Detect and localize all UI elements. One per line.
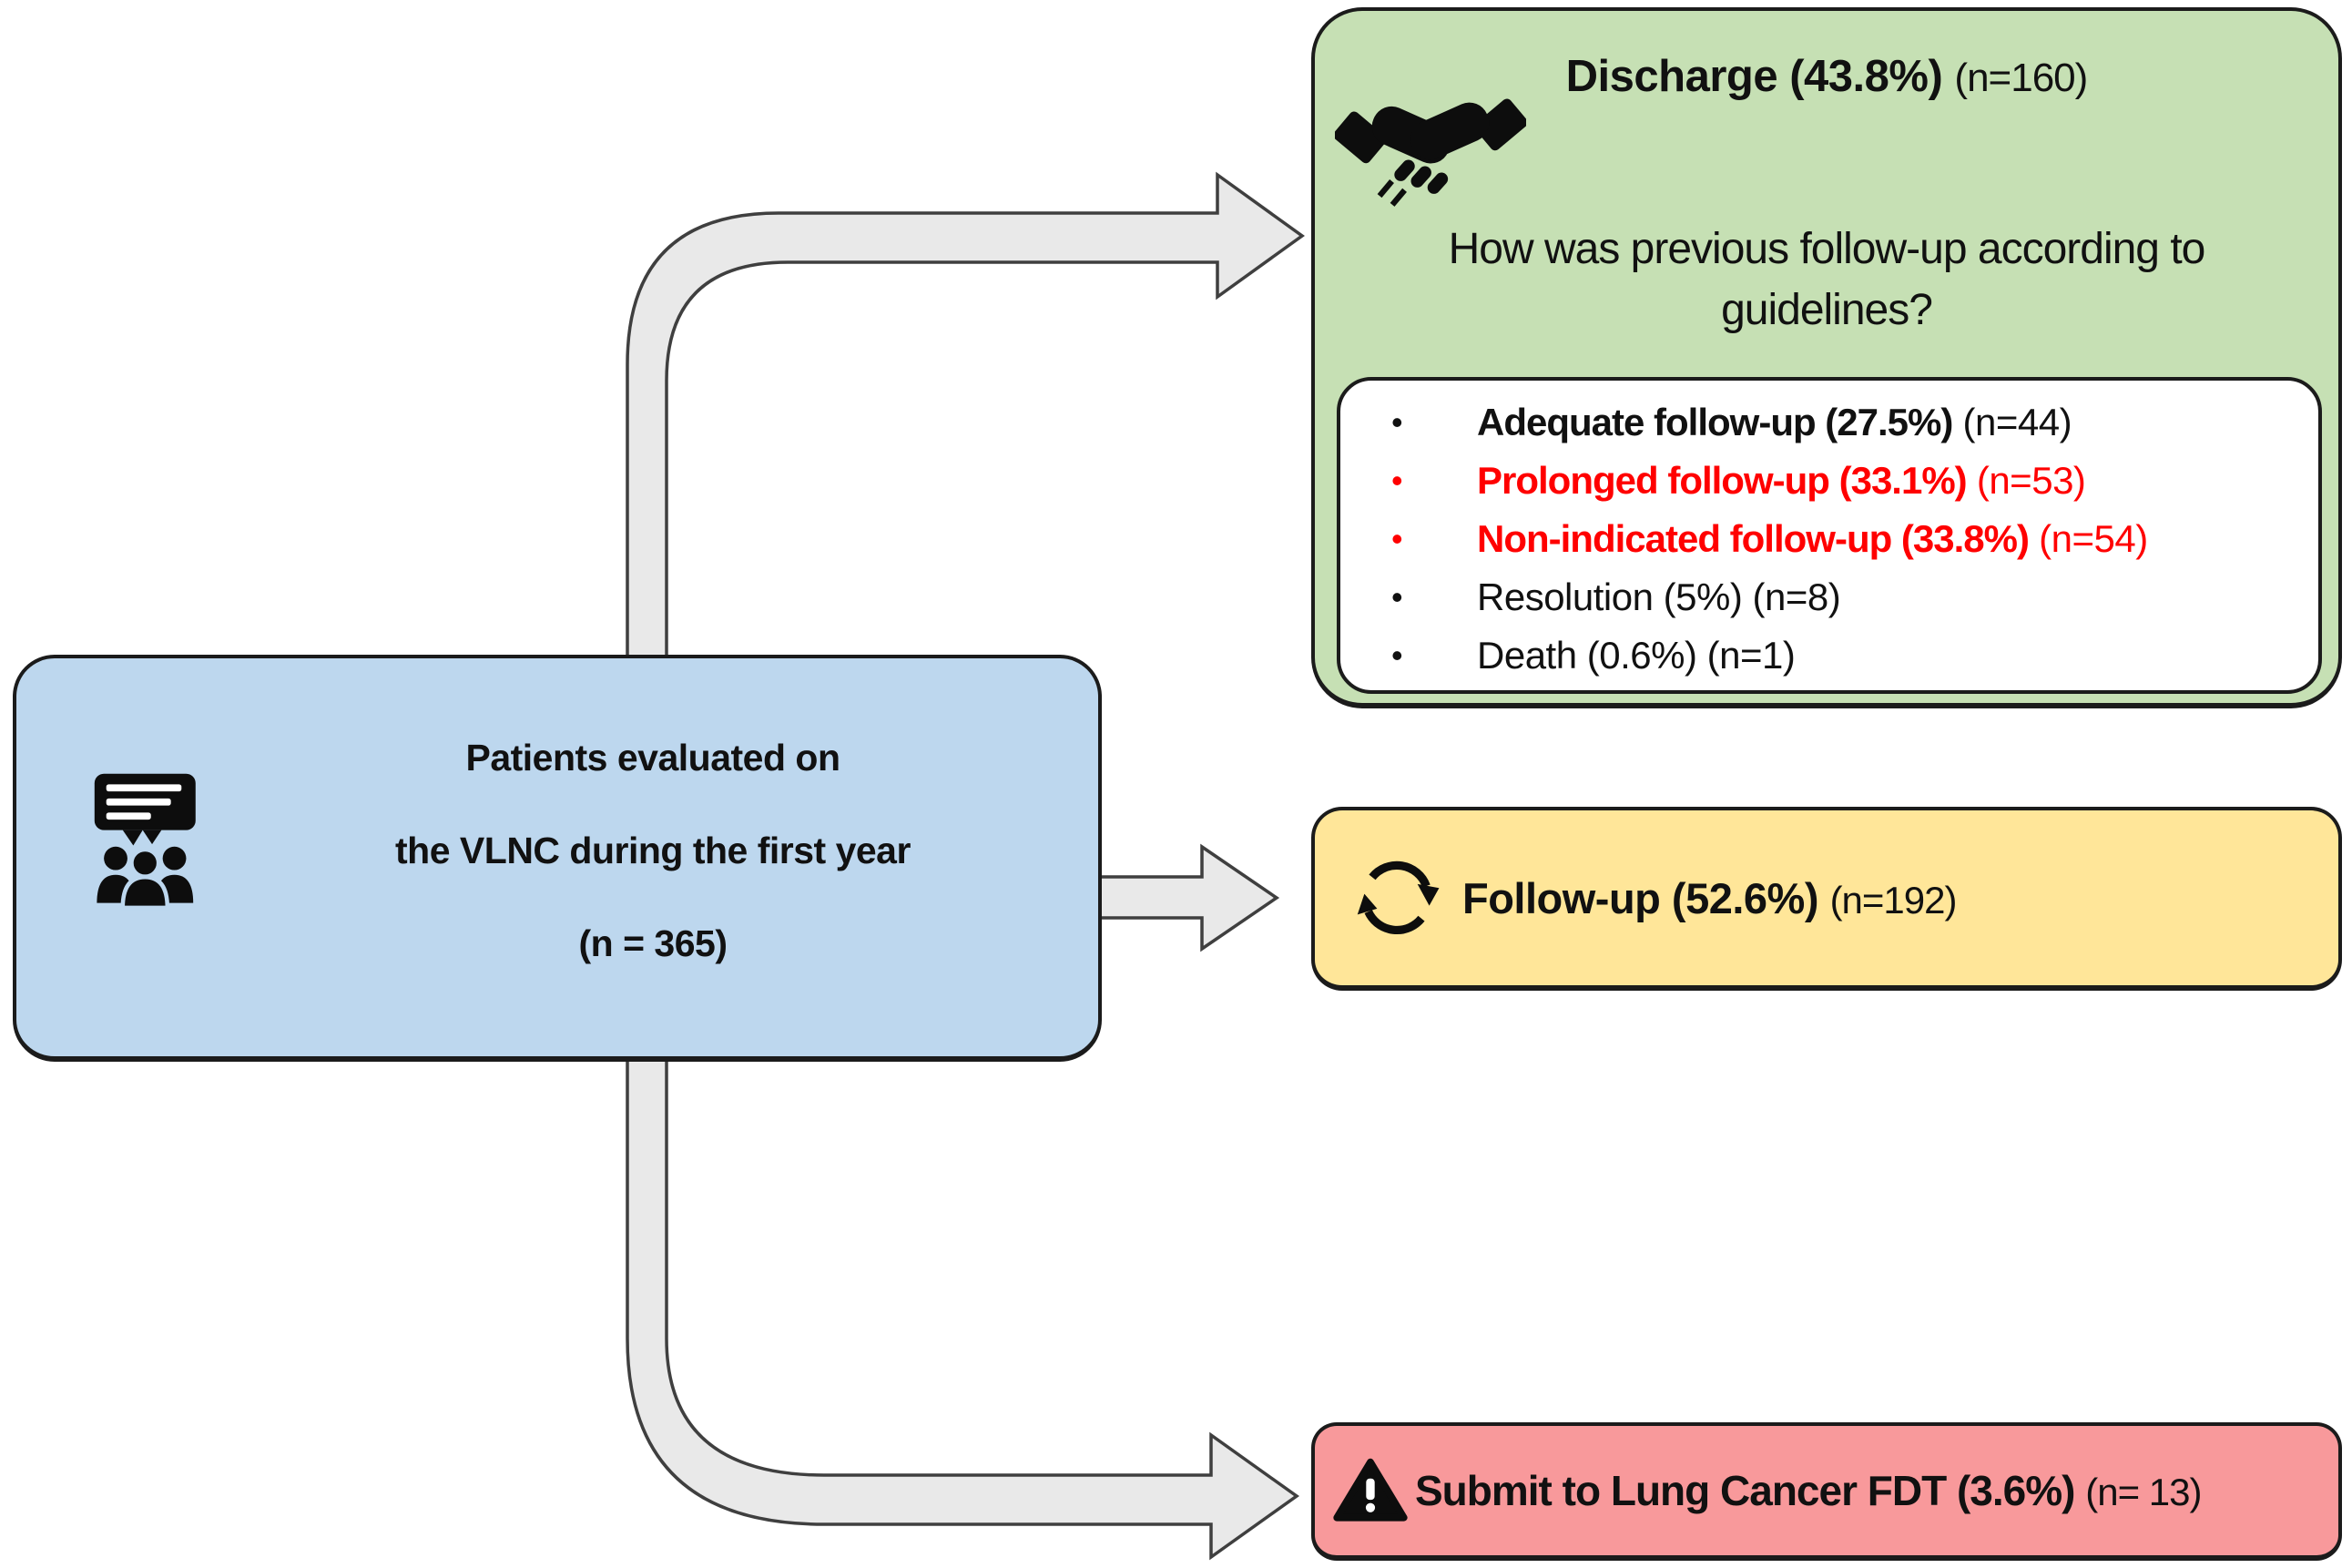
followup-quality-list: • Adequate follow-up (27.5%) (n=44) • Pr… <box>1382 393 2293 685</box>
discharge-title-label: Discharge (43.8%) <box>1565 52 1943 101</box>
refresh-cycle-icon <box>1357 860 1440 934</box>
list-item-death: • Death (0.6%) (n=1) <box>1382 626 2293 685</box>
bullet-dot: • <box>1391 462 1403 499</box>
bullet-dot: • <box>1391 636 1403 674</box>
discharge-title: Discharge (43.8%) (n=160) <box>1315 51 2338 102</box>
source-line-2: the VLNC during the first year <box>395 829 911 871</box>
bullet-dot: • <box>1391 520 1403 557</box>
handshake-icon <box>1335 58 1526 236</box>
arrow-to-followup <box>1077 843 1280 952</box>
followup-outcome-box: Follow-up (52.6%) (n=192) <box>1311 807 2342 991</box>
fdt-count: (n= 13) <box>2085 1471 2202 1513</box>
arrow-to-discharge <box>626 171 1305 712</box>
fdt-outcome-box: Submit to Lung Cancer FDT (3.6%) (n= 13) <box>1311 1422 2342 1561</box>
question-line-2: guidelines? <box>1721 286 1933 334</box>
followup-title: Follow-up (52.6%) (n=192) <box>1462 873 1957 923</box>
discharge-count-value: (n=160) <box>1954 56 2088 100</box>
bullet-dot: • <box>1391 578 1403 616</box>
source-line-1: Patients evaluated on <box>465 736 840 779</box>
list-item-prolonged: • Prolonged follow-up (33.1%) (n=53) <box>1382 452 2293 510</box>
list-item-adequate: • Adequate follow-up (27.5%) (n=44) <box>1382 393 2293 452</box>
warning-icon <box>1333 1458 1408 1522</box>
list-item-resolution: • Resolution (5%) (n=8) <box>1382 568 2293 626</box>
source-box-text: Patients evaluated on the VLNC during th… <box>271 729 1098 972</box>
presentation-audience-icon <box>16 767 271 949</box>
fdt-title: Submit to Lung Cancer FDT (3.6%) (n= 13) <box>1415 1466 2203 1515</box>
source-patients-box: Patients evaluated on the VLNC during th… <box>13 655 1102 1062</box>
discharge-question: How was previous follow-up according to … <box>1315 219 2338 341</box>
question-line-1: How was previous follow-up according to <box>1448 225 2206 273</box>
fdt-title-label: Submit to Lung Cancer FDT (3.6%) <box>1415 1467 2075 1514</box>
discharge-outcome-box: Discharge (43.8%) (n=160) How was previo… <box>1311 7 2342 708</box>
source-line-3: (n = 365) <box>578 921 728 964</box>
followup-title-label: Follow-up (52.6%) <box>1462 873 1819 922</box>
arrow-to-fdt <box>626 1018 1300 1561</box>
list-item-non-indicated: • Non-indicated follow-up (33.8%) (n=54) <box>1382 510 2293 568</box>
bullet-dot: • <box>1391 403 1403 441</box>
followup-count: (n=192) <box>1829 878 1958 921</box>
followup-quality-panel: • Adequate follow-up (27.5%) (n=44) • Pr… <box>1337 377 2322 694</box>
